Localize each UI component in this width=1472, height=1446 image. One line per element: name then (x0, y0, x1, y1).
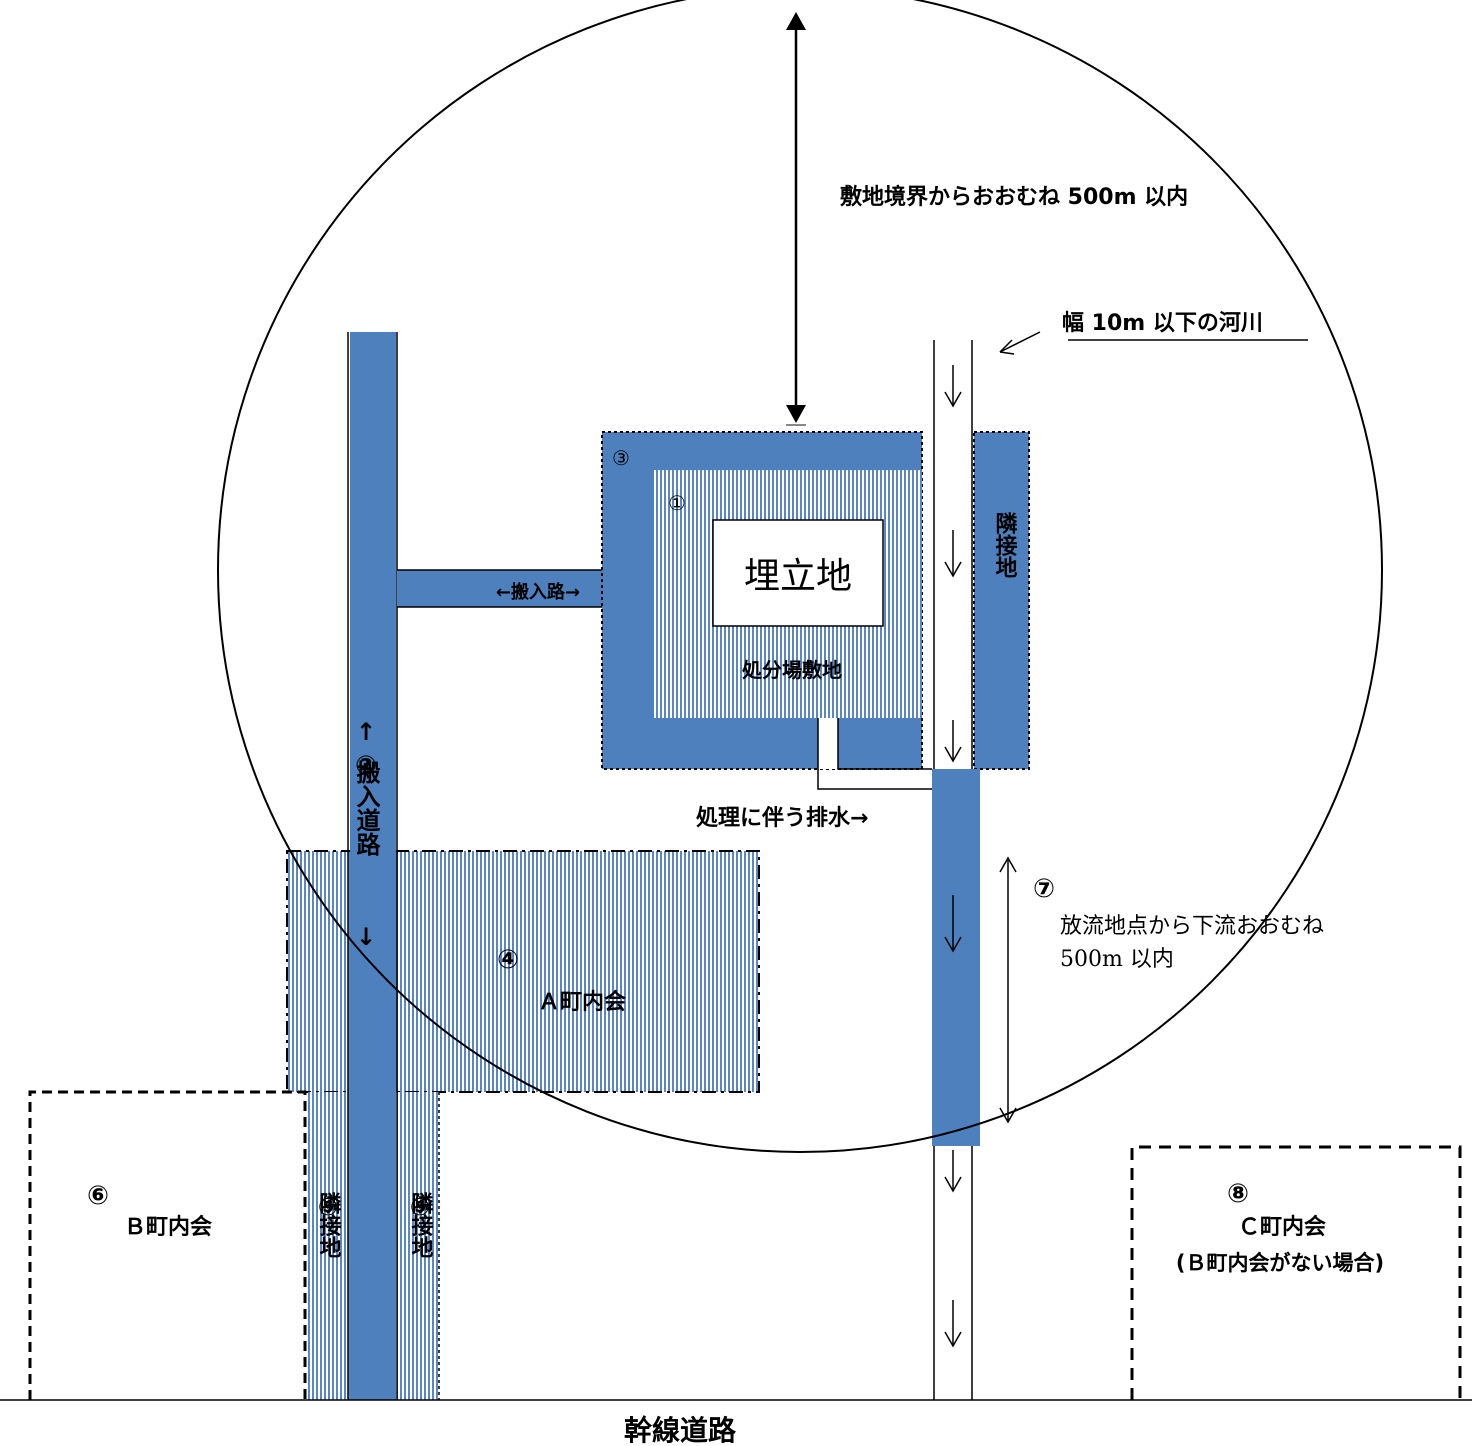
adjacent-left-label-1: 隣接地 (316, 1192, 342, 1258)
circle-5-right-label: ⑤ (410, 1193, 430, 1221)
flow-arrows (944, 365, 962, 1348)
river-note: 幅 10m 以下の河川 (1062, 311, 1263, 336)
circle-5-left-label: ⑤ (318, 1193, 338, 1221)
town-b-area (28, 1090, 307, 1400)
access-road-number: ② (355, 751, 377, 781)
landfill-label: 埋立地 (744, 556, 852, 597)
site-label: 処分場敷地 (742, 658, 842, 682)
circle-3-label: ③ (612, 446, 630, 470)
landfill-box (712, 519, 884, 627)
river-downstream (932, 769, 980, 1146)
adjacent-left-label-2: 隣接地 (408, 1192, 434, 1258)
circle-4-label: ④ (497, 945, 519, 975)
town-b-label: Ｂ町内会 (124, 1214, 212, 1240)
downstream-note-line2: 500m 以内 (1060, 947, 1174, 972)
downstream-note-line1: 放流地点から下流おおむね (1060, 914, 1324, 939)
circle-8-label: ⑧ (1227, 1179, 1249, 1209)
access-path (397, 570, 627, 607)
circle-7-label: ⑦ (1033, 874, 1055, 904)
arrow-up-label: ↑ (356, 718, 376, 746)
radius-note: 敷地境界からおおむね 500m 以内 (840, 184, 1188, 210)
circle-1-label: ① (668, 491, 686, 515)
town-c-label: Ｃ町内会 (1238, 1214, 1326, 1240)
adjacent-right-label: 隣接地 (992, 512, 1018, 578)
town-c-note: (Ｂ町内会がない場合) (1176, 1251, 1384, 1275)
arrow-down-label: ↓ (356, 923, 376, 951)
town-c-area (1130, 1145, 1462, 1400)
adjacent-strip-right (397, 1092, 439, 1400)
access-road-label: 搬入道路 (352, 759, 380, 856)
access-way-label: ←搬入路→ (496, 581, 580, 603)
access-road (350, 332, 396, 1400)
radius-circle (217, 0, 1383, 1153)
adjacent-land-right (974, 432, 1029, 769)
main-road-label: 幹線道路 (624, 1414, 737, 1446)
town-a-label: Ａ町内会 (538, 989, 626, 1015)
drainage-label: 処理に伴う排水→ (696, 805, 868, 831)
circle-6-label: ⑥ (87, 1181, 109, 1211)
adjacent-strip-left (308, 1092, 350, 1400)
